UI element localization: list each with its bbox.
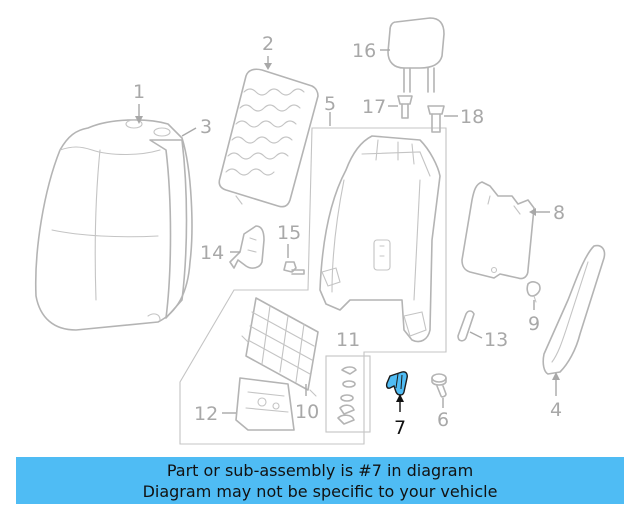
part-pin-13 xyxy=(457,310,475,342)
part-lumbar-support xyxy=(241,297,319,397)
callouts: 1 2 3 4 5 6 7 8 9 10 11 xyxy=(133,33,565,439)
info-banner: Part or sub-assembly is #7 in diagram Di… xyxy=(16,457,624,504)
part-headrest xyxy=(387,17,445,93)
part-bracket-12 xyxy=(235,377,295,431)
callout-10: 10 xyxy=(295,401,319,423)
callout-3: 3 xyxy=(200,116,212,138)
callout-12: 12 xyxy=(194,403,218,425)
callout-11: 11 xyxy=(336,329,360,351)
part-heater-pad xyxy=(218,68,319,208)
part-guide-17 xyxy=(397,95,413,119)
callout-1: 1 xyxy=(133,81,145,103)
banner-line-disclaimer: Diagram may not be specific to your vehi… xyxy=(142,481,498,501)
callout-18: 18 xyxy=(460,106,484,128)
callout-13: 13 xyxy=(484,329,508,351)
part-seat-back-frame xyxy=(319,135,441,343)
callout-15: 15 xyxy=(277,222,301,244)
callout-8: 8 xyxy=(553,202,565,224)
callout-2: 2 xyxy=(262,33,274,55)
banner-line-part-number: Part or sub-assembly is #7 in diagram xyxy=(166,460,474,480)
callout-7: 7 xyxy=(394,417,406,439)
callout-5: 5 xyxy=(324,93,336,115)
callout-9: 9 xyxy=(528,313,540,335)
frame-assembly-boundary xyxy=(179,127,447,445)
callout-16: 16 xyxy=(352,40,376,62)
part-guide-18 xyxy=(427,105,445,133)
callout-14: 14 xyxy=(200,242,224,264)
part-clip-7-highlighted xyxy=(385,371,408,396)
part-screw-15 xyxy=(283,261,305,275)
part-clip-9 xyxy=(526,281,541,303)
part-back-panel xyxy=(461,181,535,280)
part-fastener-group xyxy=(325,355,371,433)
part-bolt-6 xyxy=(431,373,447,398)
callout-4: 4 xyxy=(550,399,562,421)
part-bracket-14 xyxy=(229,225,265,269)
part-side-trim xyxy=(542,244,606,375)
part-seat-back-cover xyxy=(34,119,193,331)
callout-17: 17 xyxy=(362,96,386,118)
callout-6: 6 xyxy=(437,409,449,431)
